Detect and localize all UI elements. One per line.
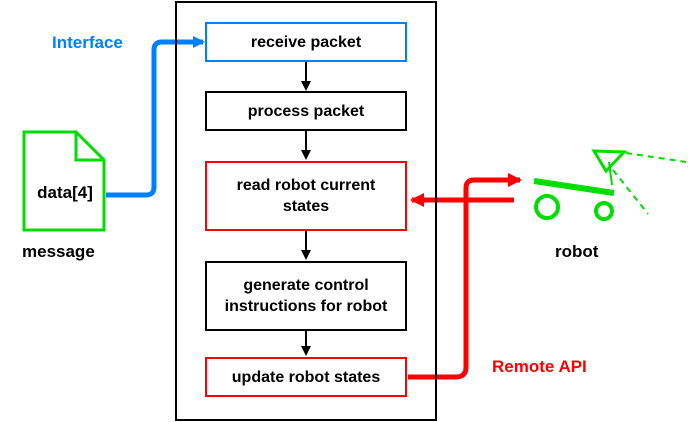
step-update-robot-states: update robot states [205,357,407,397]
interface-connector [106,36,205,198]
robot-caption: robot [555,242,599,261]
step-label: read robot current states [236,177,376,215]
process-container [175,1,437,421]
message-doc-text: data[4] [37,183,93,202]
step-label: receive packet [250,33,362,51]
step-label: generate control instructions for robot [224,277,388,315]
robot-icon [533,149,687,221]
message-caption: message [22,242,95,261]
remote-api-connector [408,173,522,380]
step-process-packet: process packet [205,91,407,131]
remote-api-label: Remote API [492,357,587,376]
interface-label: Interface [52,33,123,52]
step-generate-control: generate control instructions for robot [205,261,407,331]
message-document-icon [22,130,106,232]
step-label: process packet [247,102,365,120]
step-read-robot-states: read robot current states [205,161,407,231]
step-label: update robot states [231,368,381,386]
step-receive-packet: receive packet [205,22,407,62]
